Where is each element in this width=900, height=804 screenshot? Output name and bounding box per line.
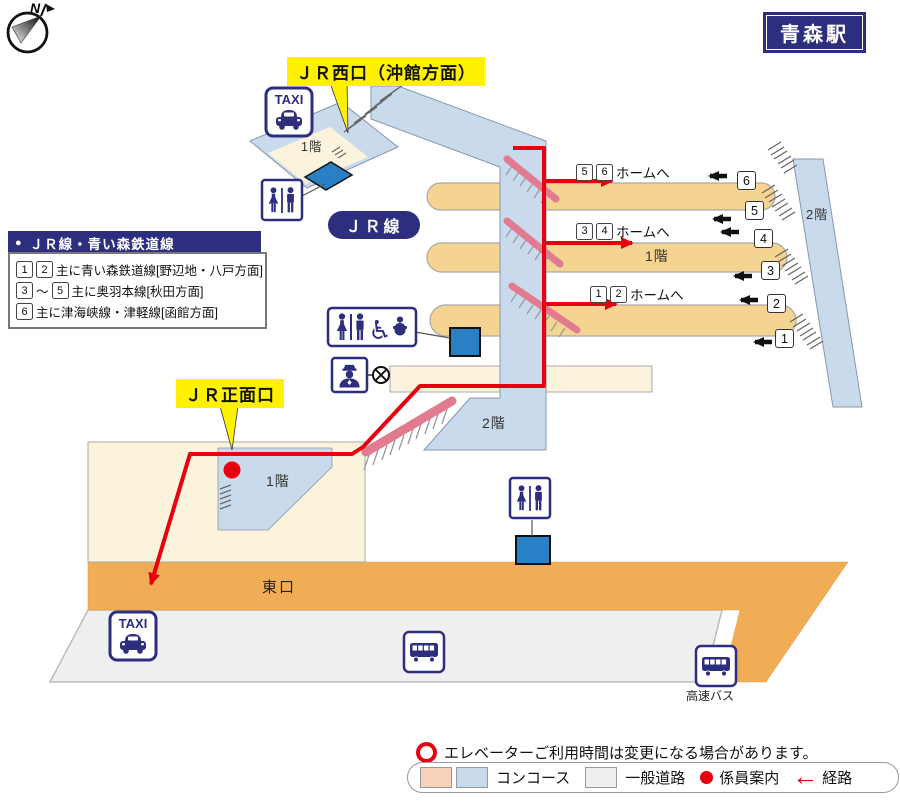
overpass-stairs-platform56	[761, 184, 796, 221]
track-number-1: 1	[775, 329, 794, 348]
staff-guidance-dot	[223, 461, 241, 479]
staff-box	[330, 356, 369, 394]
overpass-top-stairs	[767, 141, 798, 174]
platform-1-2	[429, 304, 797, 337]
platform-sign-text: ホームへ	[616, 225, 670, 240]
platform-badge: 4	[596, 222, 613, 240]
platform-sign-1-2: 1 2 ホームへ	[590, 284, 684, 304]
platform-badge: 5	[576, 163, 593, 181]
compass-icon: N	[6, 0, 55, 54]
platform-sign-3-4: 3 4 ホームへ	[576, 221, 670, 241]
track-badge: 5	[51, 282, 69, 299]
line-info-row: 3 ～ 5 主に奥羽本線[秋田方面]	[16, 281, 259, 300]
line-info-box: 1 2 主に青い森鉄道線[野辺地・八戸方面] 3 ～ 5 主に奥羽本線[秋田方面…	[8, 252, 267, 329]
svg-text:TAXI: TAXI	[119, 616, 148, 631]
line-info-text: 主に津海峡線・津軽線[函館方面]	[36, 306, 218, 320]
legend-swatch-pink	[420, 767, 452, 788]
track-badge: 6	[16, 303, 33, 320]
platform-sign-text: ホームへ	[616, 166, 670, 181]
legend-swatch-gray	[585, 767, 618, 788]
track-number-3: 3	[761, 261, 780, 280]
front-entrance-1f	[217, 447, 333, 531]
line-info-title: ＪＲ線・青い森鉄道線	[29, 237, 175, 252]
escalator-concourse	[361, 396, 457, 471]
east-overpass-2f	[792, 158, 863, 408]
overpass-stairs-platform34	[774, 248, 809, 285]
range-separator: ～	[36, 285, 49, 299]
route-main	[148, 146, 546, 586]
front-entrance-stairs	[219, 484, 232, 510]
track-direction-arrows	[708, 171, 772, 347]
station-title: 青森駅	[766, 15, 863, 50]
circled-cross-icon	[367, 366, 390, 384]
restroom-icon-east	[508, 476, 552, 520]
jr-line-badge: ＪＲ線	[328, 211, 420, 239]
wheelchair-icon: ♿	[368, 315, 391, 345]
platform-badge: 3	[576, 222, 593, 240]
west-gate	[303, 161, 354, 191]
west-exit-label: ＪＲ西口（沖館方面）	[287, 57, 485, 86]
map-legend: コンコース 一般道路 係員案内 ← 経路	[407, 762, 899, 793]
east-exit-label: 東口	[262, 579, 297, 596]
track-number-5: 5	[745, 201, 764, 220]
taxi-icon-east: TAXI	[108, 610, 158, 662]
bus-icon-city	[402, 630, 446, 674]
legend-road-label: 一般道路	[625, 770, 686, 787]
front-exit-label: ＪＲ正面口	[176, 379, 284, 408]
line-info-row: 6 主に津海峡線・津軽線[函館方面]	[16, 302, 259, 321]
west-floor1-label: 1階	[301, 140, 323, 154]
escalator-to-platform34	[503, 217, 564, 268]
overpass-concourse-2f	[370, 85, 547, 451]
platform-badge: 1	[590, 285, 607, 303]
compass-north-label: N	[30, 0, 41, 16]
overpass-floor2-label: 2階	[806, 207, 829, 222]
legend-route-label: 経路	[822, 770, 853, 787]
line-info-text: 主に青い森鉄道線[野辺地・八戸方面]	[56, 264, 263, 278]
bullet-icon: ●	[15, 236, 23, 249]
escalator-to-platform56	[503, 155, 560, 204]
legend-staff-label: 係員案内	[719, 770, 780, 787]
highway-bus-label: 高速バス	[686, 689, 735, 703]
concourse-floor2-label: 2階	[482, 415, 506, 431]
svg-text:TAXI: TAXI	[275, 92, 304, 107]
west-landing-stairs	[331, 146, 347, 159]
track-number-2: 2	[767, 294, 786, 313]
taxi-icon-west: TAXI	[264, 86, 314, 138]
platform34-floor1-label: 1階	[645, 248, 669, 264]
front-floor1-label: 1階	[266, 473, 290, 489]
legend-swatch-blue	[456, 767, 488, 788]
west-entrance-1f	[268, 127, 368, 184]
restroom-icon-west	[260, 178, 304, 222]
west-stairs	[343, 84, 404, 133]
track-badge: 1	[16, 261, 33, 278]
track-number-4: 4	[754, 229, 773, 248]
track-badge: 2	[36, 261, 53, 278]
elevator-platform12	[449, 327, 481, 357]
legend-staff-dot-icon	[700, 771, 714, 784]
platform-badge: 6	[596, 163, 613, 181]
platform-badge: 2	[610, 285, 627, 303]
elevator-east	[515, 535, 551, 565]
line-info-header: ● ＪＲ線・青い森鉄道線	[8, 231, 261, 255]
station-title-box: 青森駅	[763, 12, 866, 53]
elevator-note: エレベーターご利用時間は変更になる場合があります。	[416, 742, 818, 763]
icon-connectors	[299, 183, 533, 536]
track-badge: 3	[16, 282, 33, 299]
line-info-row: 1 2 主に青い森鉄道線[野辺地・八戸方面]	[16, 260, 263, 279]
track-number-6: 6	[737, 171, 756, 190]
facilities-box: ♿	[326, 306, 418, 348]
elevator-note-text: エレベーターご利用時間は変更になる場合があります。	[444, 745, 818, 762]
line-info-text: 主に奥羽本線[秋田方面]	[71, 285, 204, 299]
elevator-ring-icon	[416, 742, 437, 763]
bus-icon-highway	[694, 644, 738, 688]
legend-concourse-label: コンコース	[496, 770, 571, 787]
overpass-stairs-platform12	[789, 313, 824, 350]
platform-sign-text: ホームへ	[630, 288, 684, 303]
platform-3-4	[426, 242, 788, 273]
platform-5-6	[426, 182, 776, 211]
platform-sign-5-6: 5 6 ホームへ	[576, 162, 670, 182]
